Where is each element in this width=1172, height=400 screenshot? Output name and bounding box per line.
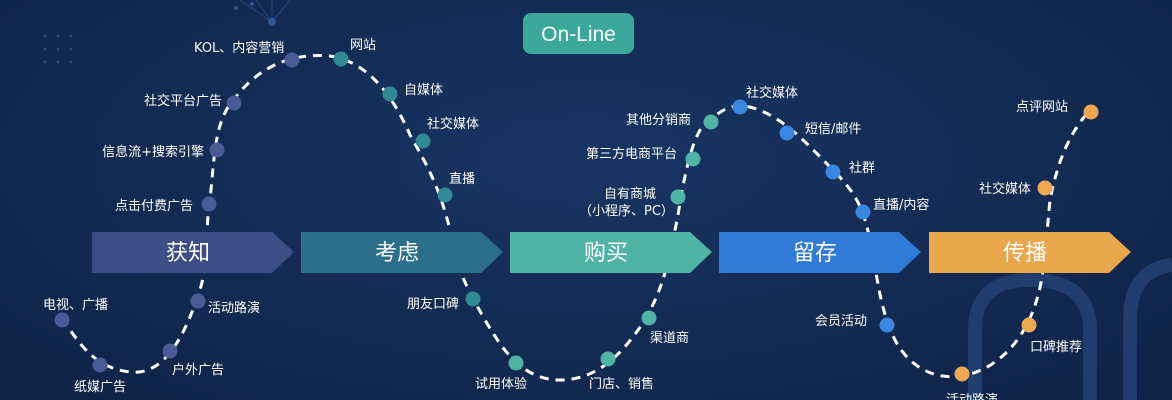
touchpoint-label: 电视、广播 — [43, 298, 108, 313]
touchpoint-label: （小程序、PC） — [579, 204, 674, 219]
touchpoint-dot — [333, 51, 349, 67]
touchpoint-dot — [779, 125, 795, 141]
stage-label-awareness: 获知 — [166, 241, 210, 266]
touchpoint-dot — [732, 99, 748, 115]
touchpoint-label: 社交媒体 — [427, 116, 479, 132]
touchpoint-dot — [284, 52, 300, 68]
touchpoint-dot — [190, 293, 206, 309]
touchpoint-label: 渠道商 — [650, 331, 689, 346]
touchpoint-label: 口碑推荐 — [1030, 339, 1082, 355]
touchpoint-label: 社交平台广告 — [144, 93, 222, 109]
touchpoint-dot — [670, 189, 686, 205]
touchpoint-label: 自媒体 — [404, 83, 443, 98]
touchpoint-label: 点击付费广告 — [115, 199, 193, 214]
touchpoint-label: 活动路演 — [946, 392, 998, 400]
touchpoint-label: 其他分销商 — [626, 113, 691, 128]
touchpoint-dot — [209, 142, 225, 158]
touchpoint-dot — [226, 95, 242, 111]
touchpoint-label: 试用体验 — [475, 376, 527, 392]
stage-label-purchase: 购买 — [584, 241, 628, 266]
decorative-arch — [968, 258, 1172, 400]
touchpoint-dot — [855, 204, 871, 220]
touchpoint-dot — [382, 86, 398, 102]
touchpoint-label: 门店、销售 — [589, 376, 654, 392]
touchpoint-label: 社交媒体 — [746, 85, 798, 101]
stage-arrow-retention: 留存 — [719, 232, 921, 273]
touchpoint-dots — [54, 51, 1099, 382]
touchpoint-label: 自有商城 — [604, 187, 656, 202]
touchpoint-dot — [201, 196, 217, 212]
touchpoint-label: 会员活动 — [815, 314, 867, 329]
touchpoint-dot — [1021, 317, 1037, 333]
touchpoint-label: 纸媒广告 — [74, 380, 126, 395]
touchpoint-label: 短信/邮件 — [805, 122, 861, 137]
touchpoint-dot — [415, 133, 431, 149]
touchpoint-dot — [437, 187, 453, 203]
touchpoint-dot — [508, 355, 524, 371]
stage-arrow-consideration: 考虑 — [301, 232, 503, 273]
touchpoint-label: 点评网站 — [1016, 100, 1068, 115]
touchpoint-label: 网站 — [350, 38, 376, 53]
touchpoint-label: KOL、内容营销 — [194, 40, 284, 56]
online-badge-label: On-Line — [541, 23, 616, 46]
touchpoint-dot — [600, 351, 616, 367]
touchpoint-labels: 电视、广播 纸媒广告 户外广告 活动路演 点击付费广告 信息流+搜索引擎 社交平… — [43, 38, 1082, 400]
touchpoint-label: 社群 — [849, 160, 875, 176]
touchpoint-dot — [879, 317, 895, 333]
stage-arrow-advocacy: 传播 — [929, 232, 1131, 273]
touchpoint-dot — [685, 151, 701, 167]
touchpoint-dot — [1083, 104, 1099, 120]
touchpoint-dot — [162, 343, 178, 359]
touchpoint-dot — [1037, 180, 1053, 196]
touchpoint-label: 第三方电商平台 — [586, 146, 677, 162]
decorative-network-icon — [234, 0, 291, 26]
touchpoint-dot — [465, 291, 481, 307]
decorative-dots — [43, 34, 73, 64]
touchpoint-label: 直播 — [449, 172, 475, 187]
stage-label-consideration: 考虑 — [375, 241, 419, 266]
stage-arrow-purchase: 购买 — [510, 232, 712, 273]
touchpoint-dot — [825, 164, 841, 180]
touchpoint-dot — [703, 114, 719, 130]
touchpoint-label: 信息流+搜索引擎 — [102, 144, 204, 160]
stage-label-retention: 留存 — [793, 241, 837, 266]
touchpoint-dot — [954, 366, 970, 382]
online-badge: On-Line — [523, 13, 634, 54]
touchpoint-label: 活动路演 — [208, 300, 260, 316]
touchpoint-label: 朋友口碑 — [407, 296, 459, 312]
touchpoint-dot — [54, 312, 70, 328]
journey-path — [60, 53, 1096, 382]
stage-label-advocacy: 传播 — [1003, 241, 1047, 266]
touchpoint-dot — [92, 357, 108, 373]
touchpoint-label: 户外广告 — [172, 362, 224, 378]
touchpoint-label: 社交媒体 — [979, 181, 1031, 197]
touchpoint-label: 直播/内容 — [873, 197, 929, 213]
touchpoint-dot — [641, 310, 657, 326]
stage-arrow-awareness: 获知 — [92, 232, 294, 273]
